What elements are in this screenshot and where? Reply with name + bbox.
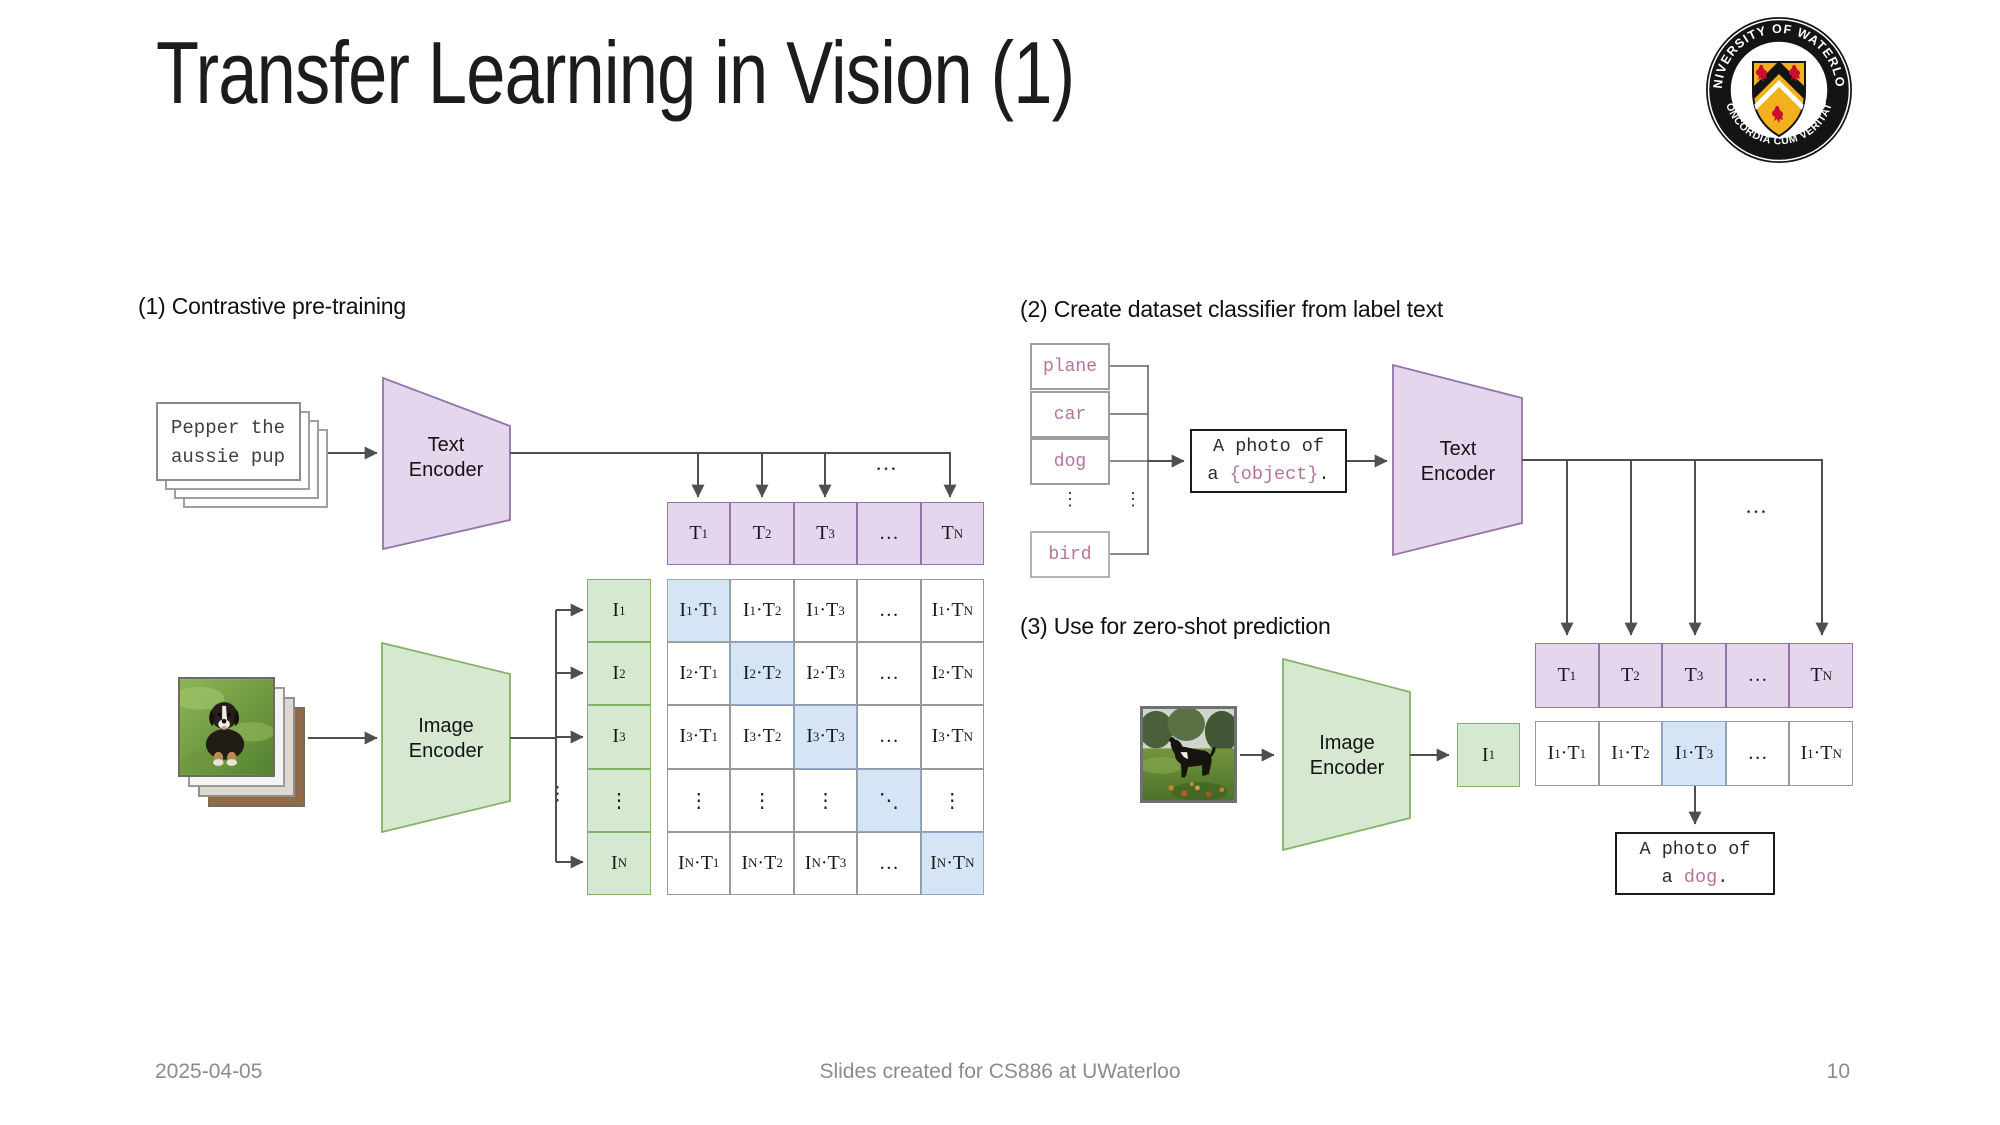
footer-center: Slides created for CS886 at UWaterloo xyxy=(819,1060,1181,1083)
t-embedding-cell: … xyxy=(1725,643,1790,708)
prompt-line2: a {object}. xyxy=(1207,464,1330,485)
prompt-template-box: A photo of a {object}. xyxy=(1190,429,1347,493)
class-label-plane: plane xyxy=(1030,343,1110,390)
prediction-result-box: A photo of a dog. xyxy=(1615,832,1775,895)
footer-page-number: 10 xyxy=(1826,1060,1850,1083)
image-encoder-label-right: Image Encoder xyxy=(1309,732,1385,779)
connector-tn-branch-right xyxy=(1522,459,1829,636)
footer-date: 2025-04-05 xyxy=(155,1060,263,1083)
matrix-cell: … xyxy=(857,831,921,895)
ellipsis: … xyxy=(875,450,897,475)
section2-heading: (2) Create dataset classifier from label… xyxy=(1020,296,1444,322)
label-bracket xyxy=(1110,365,1149,555)
t-embedding-cell: … xyxy=(857,502,921,565)
class-label-dog: dog xyxy=(1030,438,1110,485)
result-line2: a dog. xyxy=(1661,866,1729,888)
matrix-cell: ⋱ xyxy=(857,768,921,832)
i-embedding-cell: ⋮ xyxy=(587,768,651,832)
text-encoder-shape-right xyxy=(1392,363,1523,557)
class-label-car: car xyxy=(1030,391,1110,438)
shield-chevron xyxy=(1753,62,1805,106)
matrix-cell: … xyxy=(857,705,921,769)
text-encoder-label: Text Encoder xyxy=(408,434,484,481)
caption-line: Pepper the xyxy=(171,417,286,439)
caption-text-box: Pepper the aussie pup xyxy=(156,402,301,481)
vertical-dots: ⋮ xyxy=(548,784,567,805)
section1-heading: (1) Contrastive pre-training xyxy=(138,293,406,319)
section3-heading: (3) Use for zero-shot prediction xyxy=(1020,613,1331,639)
matrix-cell: … xyxy=(857,579,921,643)
puppy-photo xyxy=(178,677,275,777)
vertical-dots: ⋮ xyxy=(1061,489,1079,509)
matrix-cell: ⋮ xyxy=(667,768,731,832)
predicted-class: dog xyxy=(1683,866,1718,888)
matrix-cell: … xyxy=(857,642,921,706)
matrix-cell: ⋮ xyxy=(920,768,984,832)
result-line1: A photo of xyxy=(1639,838,1751,860)
image-encoder-shape-right xyxy=(1282,657,1411,852)
connector-tn-branch xyxy=(510,452,957,498)
score-cell: … xyxy=(1725,721,1790,786)
vertical-dots: ⋮ xyxy=(1124,489,1142,509)
text-encoder-shape xyxy=(382,376,511,551)
dog-photo xyxy=(1140,706,1237,803)
prompt-line1: A photo of xyxy=(1212,436,1325,458)
caption-line: aussie pup xyxy=(171,445,286,468)
image-encoder-label: Image Encoder xyxy=(408,715,484,762)
class-label-bird: bird xyxy=(1030,531,1110,578)
text-encoder-label-right: Text Encoder xyxy=(1420,438,1496,485)
matrix-cell: ⋮ xyxy=(793,768,858,832)
ellipsis: … xyxy=(1745,493,1767,518)
image-encoder-shape xyxy=(381,641,511,834)
matrix-cell: ⋮ xyxy=(730,768,794,832)
page-title: Transfer Learning in Vision (1) xyxy=(156,23,1075,122)
prompt-object-slot: {object} xyxy=(1229,464,1319,485)
